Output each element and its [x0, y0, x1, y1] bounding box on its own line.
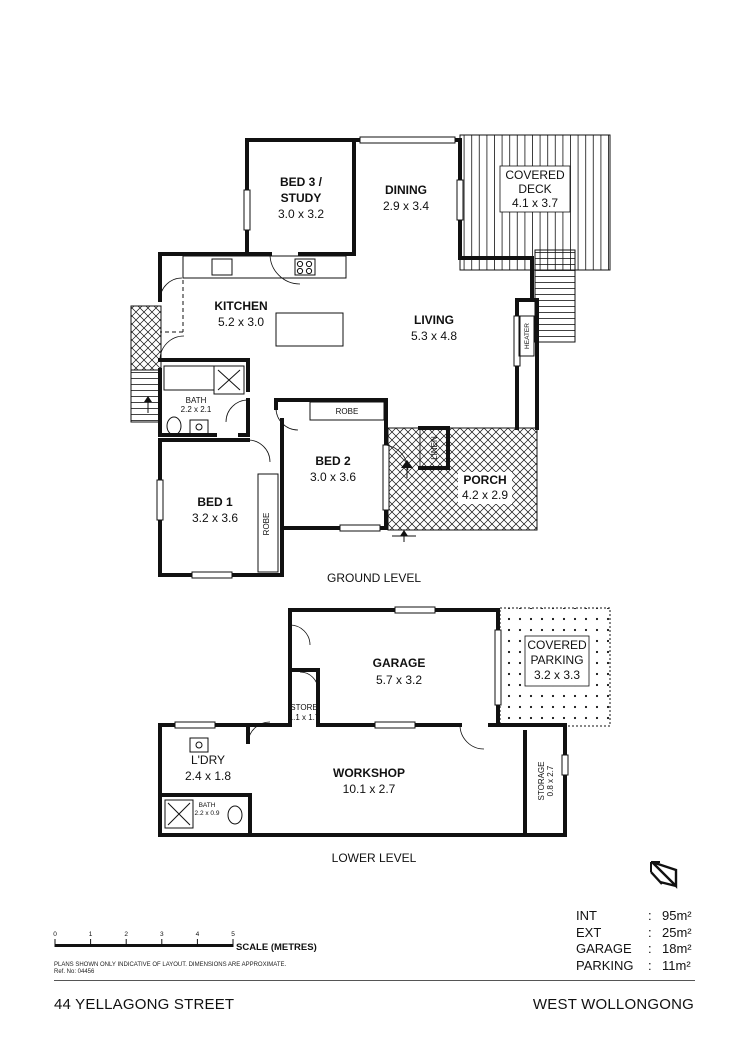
- area-label: EXT: [576, 924, 602, 940]
- living-size: 5.3 x 4.8: [411, 329, 457, 343]
- scale-tick-2: 2: [124, 931, 128, 938]
- porch-size: 4.2 x 2.9: [462, 488, 508, 502]
- bath-upper-label: BATH: [186, 396, 207, 405]
- scale-tick-3: 3: [160, 931, 164, 938]
- bath-upper-size: 2.2 x 2.1: [181, 405, 212, 414]
- covered-parking-label-1: COVERED: [527, 638, 587, 652]
- covered-parking-size: 3.2 x 3.3: [534, 668, 580, 682]
- linen-label: LINEN: [430, 436, 439, 460]
- store-size: 1.1 x 1.7: [289, 713, 320, 722]
- bed3-label-2: STUDY: [281, 191, 322, 205]
- area-value: 18m²: [662, 941, 692, 956]
- kitchen-label: KITCHEN: [214, 299, 267, 313]
- bath-lower-size: 2.2 x 0.9: [195, 810, 220, 817]
- area-value: 95m²: [662, 908, 692, 923]
- ground-level-plan: [130, 134, 611, 579]
- covered-parking-label-2: PARKING: [530, 653, 583, 667]
- bath-lower-label: BATH: [199, 802, 216, 809]
- left-stairs-hatch: [130, 305, 162, 371]
- area-row-parking: PARKING:11m²: [576, 957, 691, 973]
- robe-bed1-label: ROBE: [262, 513, 271, 536]
- lower-level-title: LOWER LEVEL: [332, 851, 417, 865]
- scale-tick-0: 0: [53, 931, 57, 938]
- bed3-size: 3.0 x 3.2: [278, 207, 324, 221]
- laundry-size: 2.4 x 1.8: [185, 769, 231, 783]
- reference-number: Ref. No: 04456: [54, 969, 95, 975]
- workshop-label: WORKSHOP: [333, 766, 405, 780]
- garage-label: GARAGE: [373, 656, 426, 670]
- bed2-size: 3.0 x 3.6: [310, 470, 356, 484]
- covered-deck-label-2: DECK: [518, 182, 551, 196]
- laundry-label: L'DRY: [191, 753, 225, 767]
- suburb: WEST WOLLONGONG: [532, 996, 694, 1013]
- north-arrow-icon: [650, 860, 678, 889]
- disclaimer-text: PLANS SHOWN ONLY INDICATIVE OF LAYOUT. D…: [54, 962, 287, 968]
- area-summary: INT:95m² EXT:25m² GARAGE:18m² PARKING:11…: [576, 908, 692, 974]
- dining-size: 2.9 x 3.4: [383, 199, 429, 213]
- bed1-size: 3.2 x 3.6: [192, 511, 238, 525]
- area-row-ext: EXT:25m²: [576, 924, 692, 940]
- ground-level-title: GROUND LEVEL: [327, 571, 421, 585]
- area-row-int: INT:95m²: [576, 908, 692, 923]
- deck-stairs: [534, 249, 576, 343]
- store-label: STORE: [290, 703, 317, 712]
- kitchen-size: 5.2 x 3.0: [218, 315, 264, 329]
- footer-divider: [54, 980, 695, 981]
- dining-label: DINING: [385, 183, 427, 197]
- workshop-size: 10.1 x 2.7: [343, 782, 396, 796]
- area-value: 25m²: [662, 924, 692, 940]
- lower-level-plan: [158, 606, 611, 837]
- area-label: PARKING: [576, 957, 634, 973]
- storage-label: STORAGE: [537, 762, 546, 801]
- scale-bar: 0 1 2 3 4 5: [53, 931, 235, 947]
- living-label: LIVING: [414, 313, 454, 327]
- scale-tick-1: 1: [89, 931, 93, 938]
- area-label: INT: [576, 908, 597, 923]
- disclaimer: PLANS SHOWN ONLY INDICATIVE OF LAYOUT. D…: [54, 962, 286, 976]
- heater-label: HEATER: [524, 323, 531, 349]
- covered-deck-label-1: COVERED: [505, 168, 565, 182]
- bed1-label: BED 1: [197, 495, 233, 509]
- bed2-label: BED 2: [315, 454, 351, 468]
- storage-size: 0.8 x 2.7: [546, 765, 555, 796]
- scale-tick-4: 4: [196, 931, 200, 938]
- street-address: 44 YELLAGONG STREET: [54, 996, 235, 1013]
- garage-size: 5.7 x 3.2: [376, 673, 422, 687]
- bed3-label-1: BED 3 /: [280, 175, 323, 189]
- porch-label: PORCH: [463, 473, 506, 487]
- scale-tick-5: 5: [231, 931, 235, 938]
- area-label: GARAGE: [576, 941, 632, 956]
- scale-label: SCALE (METRES): [236, 942, 317, 953]
- room-labels: BED 3 / STUDY 3.0 x 3.2 DINING 2.9 x 3.4…: [181, 168, 587, 817]
- covered-deck-size: 4.1 x 3.7: [512, 196, 558, 210]
- area-row-garage: GARAGE:18m²: [576, 941, 692, 956]
- area-value: 11m²: [662, 957, 691, 973]
- robe-bed2-label: ROBE: [336, 407, 359, 416]
- left-stairs: [130, 369, 162, 423]
